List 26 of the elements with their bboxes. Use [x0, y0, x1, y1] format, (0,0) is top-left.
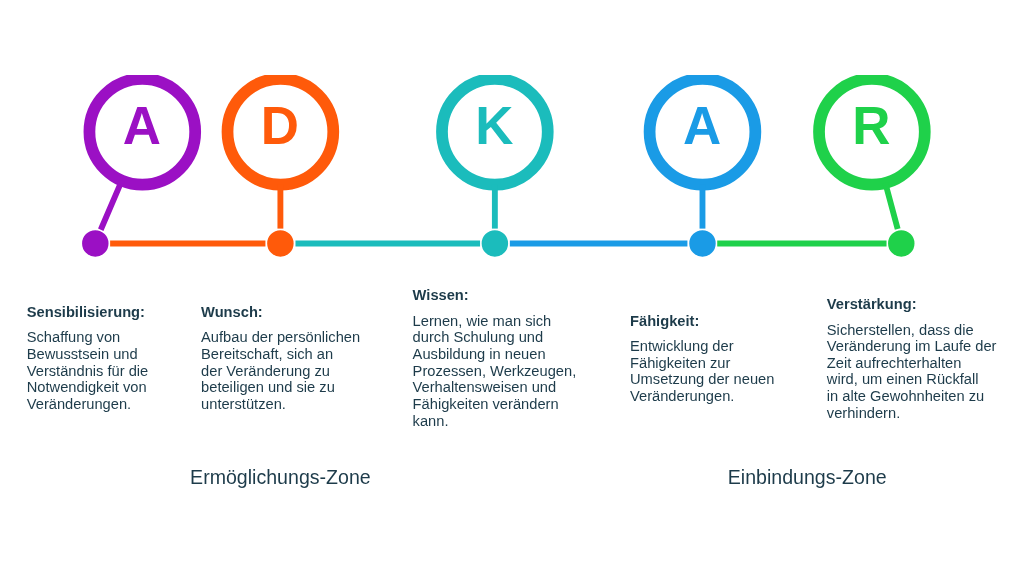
- node-label: Wunsch:: [201, 303, 263, 320]
- label: Einbindungs-Zone: [727, 466, 887, 489]
- node-circle: R: [813, 75, 931, 191]
- node-label: Fähigkeit:: [630, 312, 700, 329]
- node-label: Schaffung von Bewusstsein und Verständnis für die Notwendigkeit von Veränderungen.: [26, 329, 149, 412]
- node-circle: [686, 227, 719, 260]
- node-label: Lernen, wie man sich durch Schulung und Ausbildung in neuen Prozessen, Werkzeugen, Verhaltensweisen und Fähigkeiten verändern kann.: [412, 312, 577, 429]
- node-label: Aufbau der persönlichen Bereitschaft, sich an der Veränderung zu beteiligen und sie zu unterstützen.: [201, 329, 361, 412]
- node-label: Entwicklung der Fähigkeiten zur Umsetzung der neuen Veränderungen.: [630, 338, 775, 405]
- node-circle: [264, 227, 297, 260]
- connector: [295, 240, 481, 247]
- node-circle: D: [221, 75, 340, 191]
- node-circle: [79, 227, 112, 260]
- node-circle: [885, 227, 918, 260]
- node-label: Sensibilisierung:: [26, 303, 145, 320]
- node-circle: K: [436, 75, 554, 191]
- node-circle: [478, 227, 512, 260]
- node-label: Sicherstellen, dass die Veränderung im Laufe der Zeit aufrechterhalten wird, um einen Rückfall in alte Gewohnheiten zu verhindern.: [826, 321, 997, 421]
- node-circle: A: [643, 75, 762, 191]
- node-label: Verstärkung:: [826, 296, 917, 313]
- connector: [717, 240, 887, 247]
- node-label: Wissen:: [412, 287, 469, 304]
- node-circle: A: [83, 75, 202, 191]
- connector: [509, 240, 688, 247]
- connector: [110, 240, 266, 247]
- label: Ermöglichungs-Zone: [190, 466, 371, 489]
